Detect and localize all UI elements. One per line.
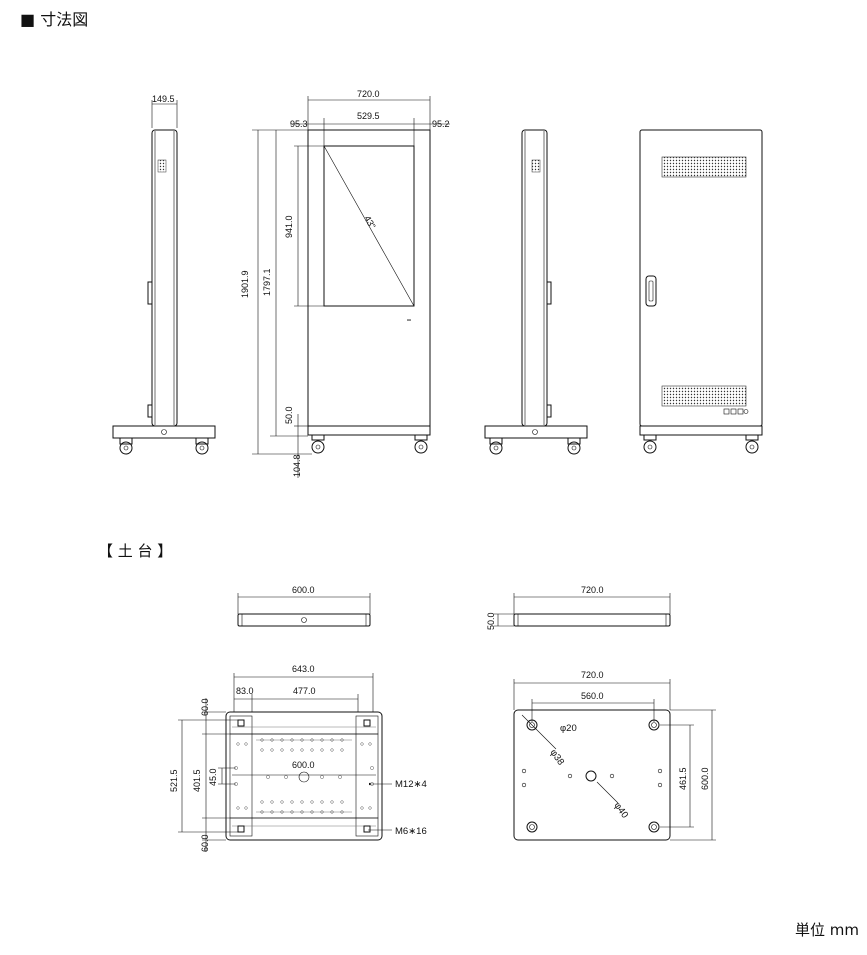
dim-base-w2: 720.0 — [581, 585, 604, 595]
dim-top-477: 477.0 — [293, 686, 316, 696]
dim-top-600: 600.0 — [292, 760, 315, 770]
dim-screen-width: 529.5 — [357, 111, 380, 121]
page-title: ■ 寸法図 — [20, 10, 89, 29]
base-front-elevation: 600.0 — [237, 585, 371, 627]
dim-total-height: 1901.9 — [240, 270, 250, 298]
base-section-title: 【 土 台 】 — [98, 542, 173, 560]
side-view-right — [484, 129, 588, 455]
dim-bot-560: 560.0 — [581, 691, 604, 701]
rear-view — [639, 129, 763, 454]
base-side-elevation: 720.0 50.0 — [486, 585, 671, 630]
side-view-left: 149.5 — [112, 94, 216, 455]
base-bottom-plan: 720.0 560.0 φ20 φ38 φ40 461.5 600.0 — [513, 670, 716, 841]
front-view: 720.0 95.3 529.5 95.2 43" 1901.9 1797.1 — [240, 89, 450, 478]
dim-left-margin: 95.3 — [290, 119, 308, 129]
label-m6: M6∗16 — [395, 826, 427, 837]
dim-top-643: 643.0 — [292, 664, 315, 674]
label-m12: M12∗4 — [395, 779, 427, 790]
dim-bot-4615: 461.5 — [678, 767, 688, 790]
dim-side-depth: 149.5 — [152, 94, 175, 104]
dim-base-thick: 50.0 — [284, 406, 294, 424]
dim-top-83: 83.0 — [236, 686, 254, 696]
dim-h5215: 521.5 — [169, 769, 179, 792]
dim-body-height: 1797.1 — [262, 268, 272, 296]
label-phi40: φ40 — [612, 800, 631, 820]
dim-caster: 104.8 — [292, 454, 302, 477]
base-top-plan: 643.0 83.0 477.0 600.0 — [169, 664, 427, 852]
dim-base-t: 50.0 — [486, 612, 496, 630]
label-phi38: φ38 — [548, 747, 567, 767]
dim-right-margin: 95.2 — [432, 119, 450, 129]
dim-h60b: 60.0 — [200, 834, 210, 852]
label-phi20: φ20 — [560, 723, 577, 734]
dim-bot-720: 720.0 — [581, 670, 604, 680]
dim-h60a: 60.0 — [200, 698, 210, 716]
dim-base-w1: 600.0 — [292, 585, 315, 595]
unit-label: 単位 mm — [795, 921, 859, 939]
dim-diagonal: 43" — [362, 214, 377, 230]
dim-screen-height: 941.0 — [284, 215, 294, 238]
dim-front-width: 720.0 — [357, 89, 380, 99]
dim-h4015: 401.5 — [192, 769, 202, 792]
dim-h45: 45.0 — [208, 768, 218, 786]
dim-bot-600: 600.0 — [700, 767, 710, 790]
